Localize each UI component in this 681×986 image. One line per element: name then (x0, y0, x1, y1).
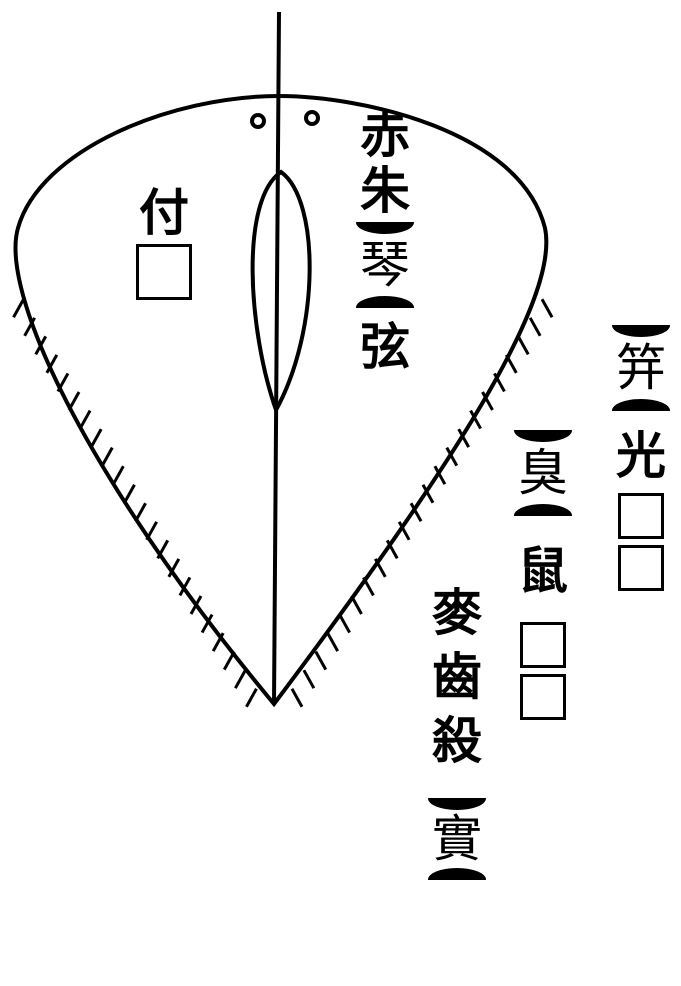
right-label-column: 笄 光 (612, 325, 670, 591)
right-dot-icon (304, 110, 320, 126)
left-inner-label-group: 付 (136, 188, 192, 300)
hatch-mark (23, 317, 36, 337)
hatch-mark (45, 354, 59, 374)
hatch-mark (302, 669, 316, 689)
hatch-mark (493, 372, 506, 393)
hatch-mark (134, 502, 147, 523)
hatch-mark (89, 428, 103, 448)
bracket-top (356, 222, 414, 234)
hatch-mark (34, 335, 48, 356)
lower-label-3: 殺 (432, 711, 482, 770)
missing-char-box (520, 622, 566, 668)
hatch-mark (362, 576, 375, 597)
missing-char-box (520, 674, 566, 720)
center-label-bracketed: 琴 (360, 236, 410, 294)
bracket-bottom (356, 296, 414, 308)
hatch-mark (433, 465, 447, 485)
hatch-mark (56, 372, 70, 393)
center-label-column: 赤 朱 琴 弦 (356, 110, 414, 372)
hatch-mark (211, 632, 225, 652)
lower-label-2: 齒 (432, 647, 482, 706)
hatch-mark (234, 669, 247, 689)
hatch-mark (156, 539, 170, 560)
hatch-mark (516, 335, 530, 356)
lower-bracket-group: 實 (428, 798, 486, 880)
mid-label-bracketed: 臭 (518, 444, 568, 502)
hatch-mark (200, 613, 214, 634)
hatch-mark (457, 428, 470, 448)
right-hatch-marks (290, 298, 554, 708)
right-label-bracketed: 笄 (616, 339, 666, 397)
hatch-mark (326, 632, 339, 652)
hatch-mark (290, 687, 304, 708)
bracket-bottom (428, 868, 486, 880)
hatch-mark (78, 409, 92, 430)
lower-label-1: 麥 (432, 583, 482, 642)
bracket-bottom (612, 399, 670, 411)
hatch-mark (469, 409, 482, 430)
hatch-mark (540, 298, 554, 319)
mid-label-column: 臭 鼠 (514, 430, 572, 720)
hatch-mark (409, 502, 423, 523)
hatch-mark (314, 650, 328, 671)
lower-label-column: 麥 齒 殺 實 (428, 588, 486, 880)
hatch-mark (338, 613, 351, 634)
hatch-mark (167, 558, 181, 578)
bracket-top (514, 430, 572, 442)
bracket-top (428, 798, 486, 810)
missing-char-box (618, 493, 664, 539)
bracket-bottom (514, 504, 572, 516)
lower-label-bracketed: 實 (432, 810, 482, 868)
hatch-mark (67, 391, 81, 411)
missing-char-box (618, 545, 664, 591)
hatch-mark (385, 539, 399, 560)
hatch-mark (528, 317, 542, 337)
hatch-mark (123, 483, 136, 504)
hatch-mark (445, 446, 459, 467)
center-label-2: 朱 (360, 161, 410, 220)
midrib-line (272, 11, 281, 705)
hatch-mark (421, 483, 435, 504)
hatch-mark (12, 298, 25, 319)
hatch-mark (178, 576, 192, 597)
hatch-mark (397, 521, 411, 541)
center-label-4: 弦 (360, 317, 410, 376)
bracket-top (612, 325, 670, 337)
inner-lens (250, 169, 312, 415)
left-hatch-marks (12, 298, 258, 708)
missing-char-box (136, 244, 192, 300)
hatch-mark (245, 687, 258, 708)
hatch-mark (374, 558, 387, 578)
hatch-mark (222, 650, 236, 671)
hatch-mark (100, 446, 114, 467)
hatch-mark (189, 595, 203, 615)
hatch-mark (145, 521, 158, 541)
left-dot-icon (250, 113, 266, 129)
left-inner-label: 付 (139, 183, 189, 242)
right-label: 光 (616, 426, 666, 485)
hatch-mark (505, 354, 518, 374)
mid-label: 鼠 (518, 541, 568, 600)
hatch-mark (481, 391, 494, 411)
hatch-mark (112, 465, 125, 485)
center-label-1: 赤 (360, 105, 410, 164)
hatch-mark (350, 595, 363, 615)
